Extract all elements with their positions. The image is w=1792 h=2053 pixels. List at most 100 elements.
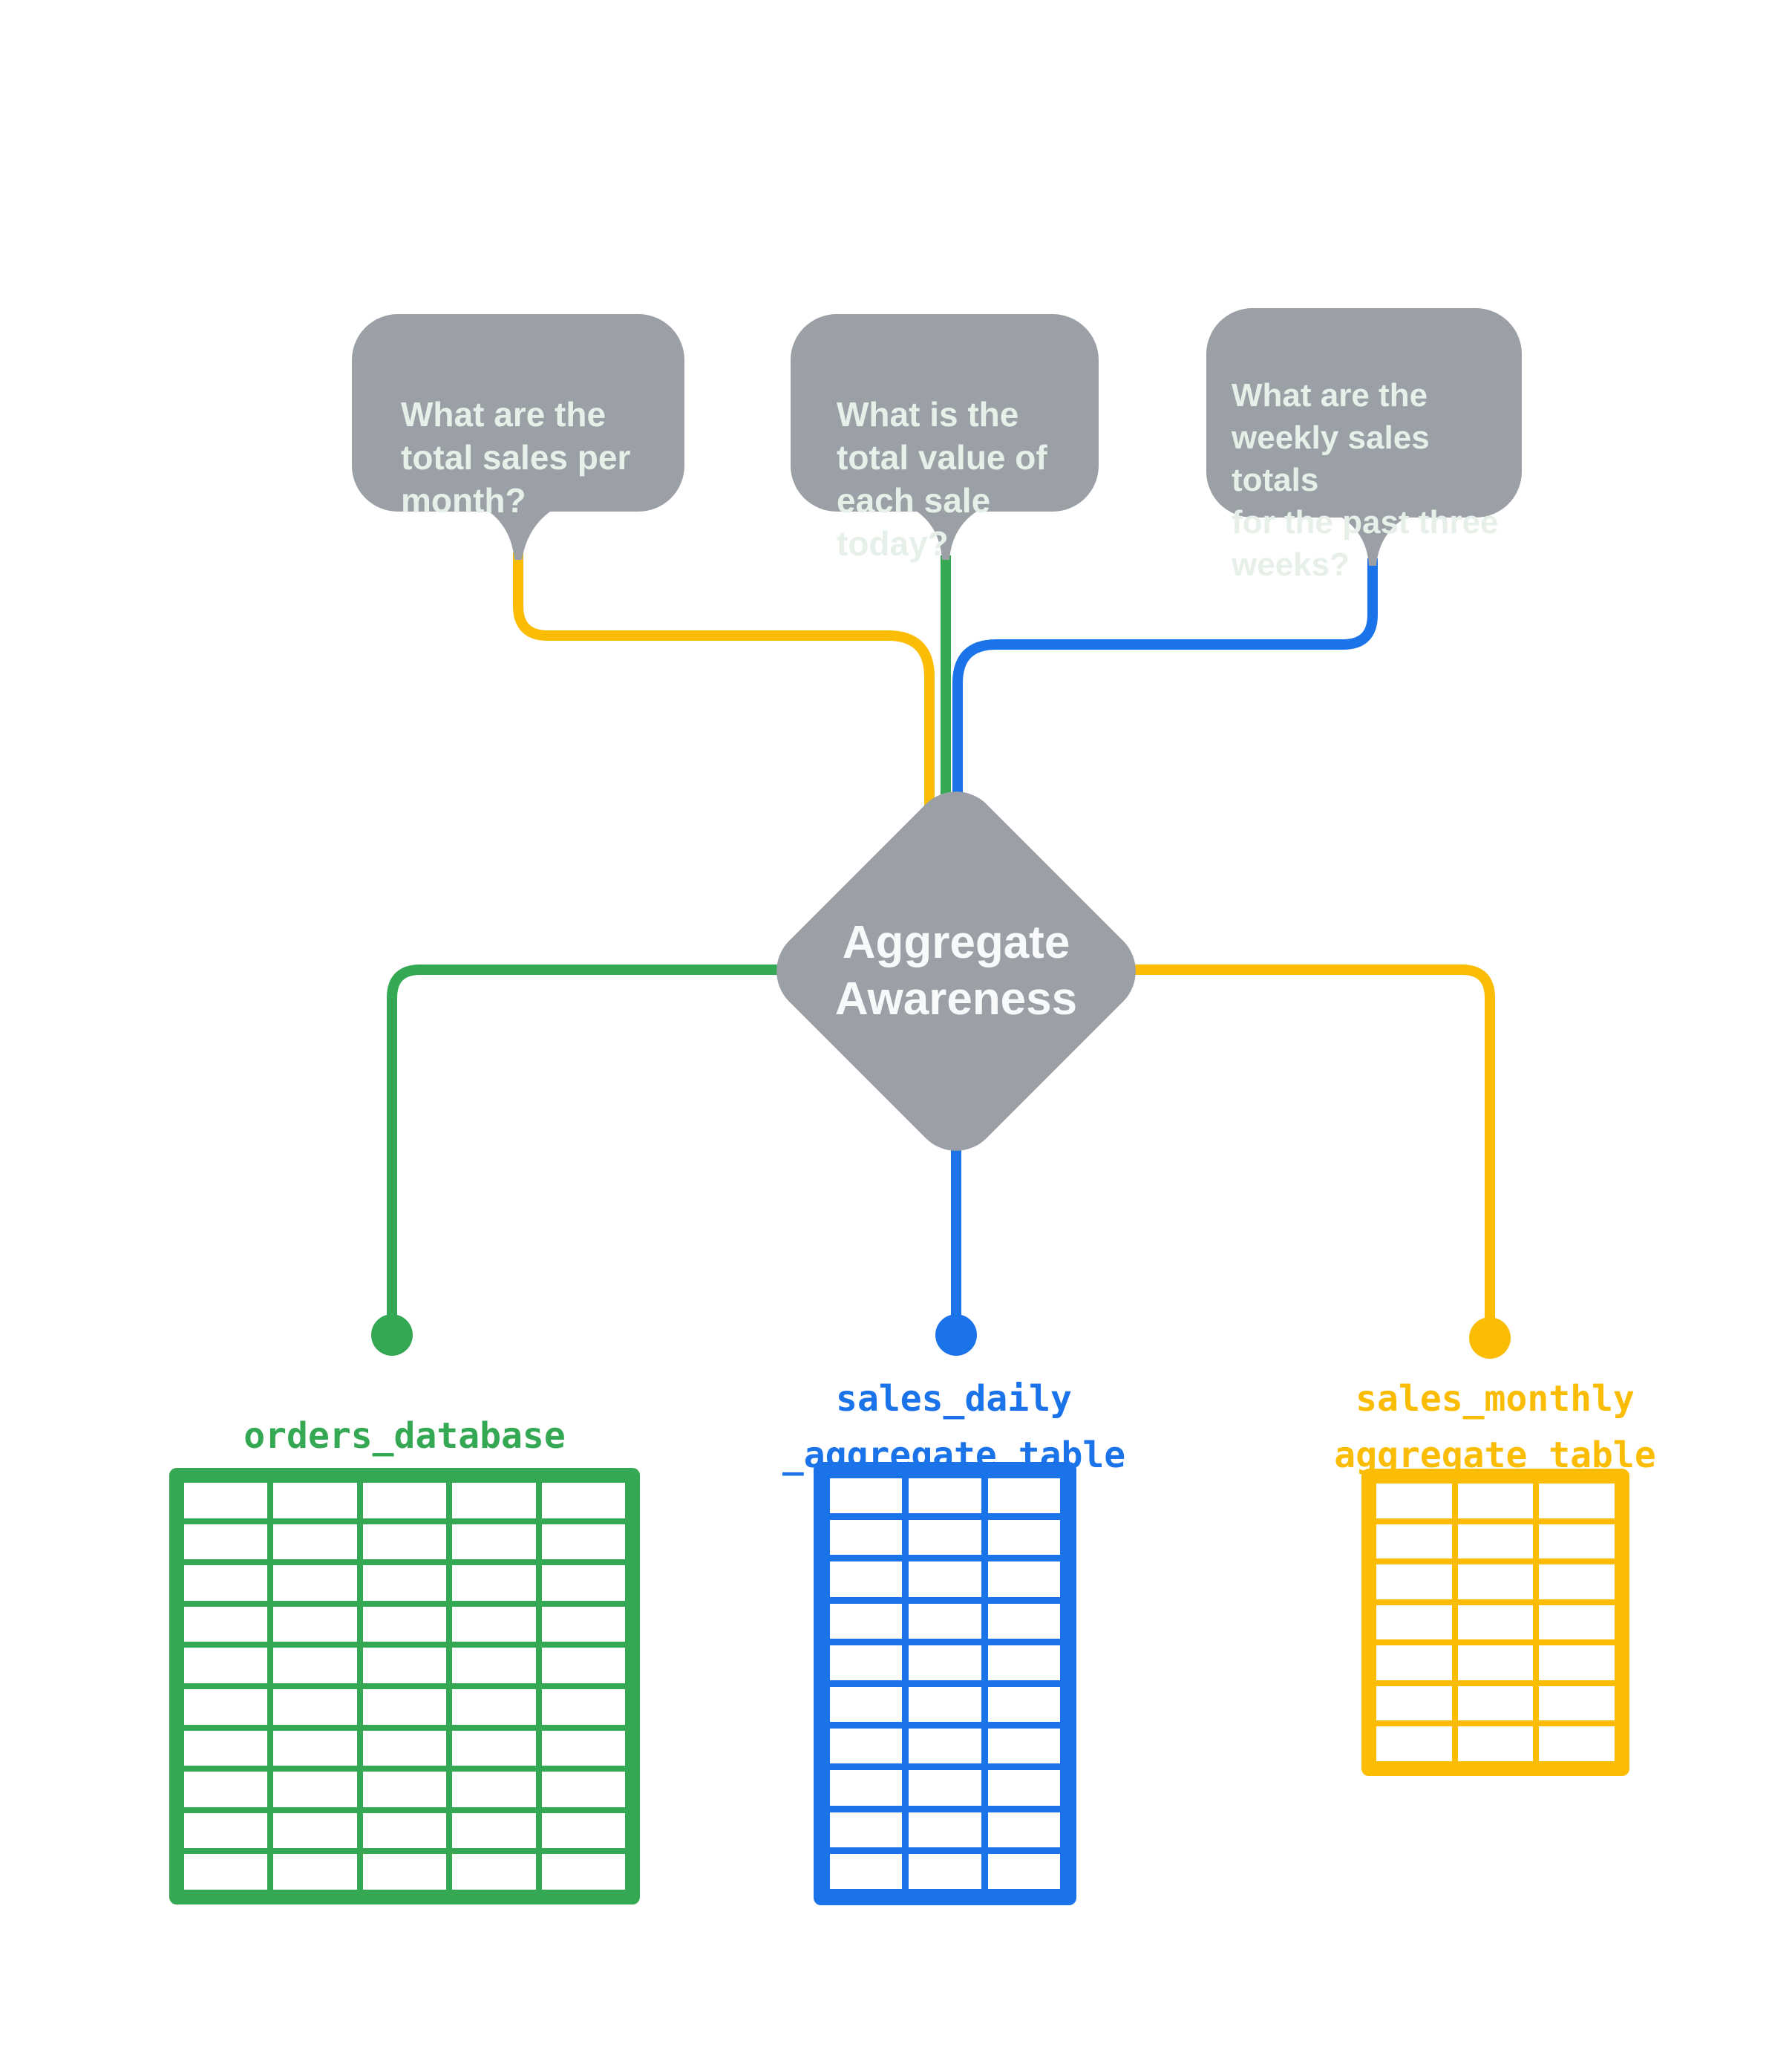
table-cell [541,1565,625,1601]
table-cell [541,1688,625,1725]
table-cell [909,1478,981,1514]
table-cell [830,1561,903,1597]
table-cell [987,1478,1060,1514]
table-cell [1376,1685,1452,1721]
table-cell [541,1812,625,1849]
table-cell [830,1729,903,1764]
table-cell [184,1812,268,1849]
table-cell [541,1648,625,1683]
connector-question3-to-diamond [952,558,1378,876]
table-cell [987,1853,1060,1889]
table-cell [909,1812,981,1847]
table-cell [184,1688,268,1725]
table-cell [830,1770,903,1806]
connector-question1-to-diamond [513,552,935,876]
table-cell [1376,1564,1452,1599]
table-cell [1457,1685,1534,1721]
table-grid-orders-database [169,1468,640,1905]
table-cell [1457,1645,1534,1680]
question1-text: What are the total sales per month? [401,395,631,520]
table-grid-sales-daily-aggregate-table [814,1462,1076,1905]
table-cell [541,1772,625,1807]
table-cell [184,1854,268,1890]
table-cell [452,1812,536,1849]
table-cell [541,1606,625,1642]
connector-diamond-to-sales-monthly [1024,965,1495,1319]
table-cell [830,1603,903,1639]
table-cell [452,1565,536,1601]
table-cell [362,1812,447,1849]
table-cell [1539,1645,1615,1680]
table-cell [909,1687,981,1723]
table-cell [830,1687,903,1723]
table-cell [1457,1524,1534,1559]
table-cell [830,1853,903,1889]
speech-bubble-question1: What are the total sales per month? [352,314,684,520]
table-cell [541,1730,625,1766]
bubble2-tail [903,503,992,560]
table-cell [362,1606,447,1642]
table-cell [541,1854,625,1890]
table-cell [273,1854,357,1890]
table-label-sales-monthly-aggregate-table: sales_monthly aggregate_table [1334,1378,1656,1476]
table-cell [184,1483,268,1518]
table-cell [452,1772,536,1807]
table-cell [452,1524,536,1560]
table-cell [909,1603,981,1639]
table-cell [1539,1564,1615,1599]
table-cell [452,1648,536,1683]
table-cell [1457,1564,1534,1599]
table-cell [909,1645,981,1680]
table-cell [273,1565,357,1601]
table-cell [362,1688,447,1725]
table-cell [909,1729,981,1764]
table-cell [362,1772,447,1807]
table-cell [987,1520,1060,1556]
table-cell [1376,1726,1452,1761]
table-cell [987,1687,1060,1723]
endpoint-dot-sales-monthly [1469,1317,1511,1359]
table-cell [452,1854,536,1890]
table-cell [830,1478,903,1514]
table-cell [273,1730,357,1766]
table-cell [830,1645,903,1680]
table-cell [273,1648,357,1683]
table-cell [273,1483,357,1518]
table-cell [830,1812,903,1847]
table-cell [273,1688,357,1725]
speech-bubble-question3: What are the weekly sales totals for the… [1206,308,1522,583]
table-cell [1376,1484,1452,1518]
table-cell [184,1524,268,1560]
table-cell [273,1606,357,1642]
bubble1-tail [475,503,564,560]
table-cell [362,1565,447,1601]
table-cell [909,1520,981,1556]
table-cell [362,1854,447,1890]
table-cell [909,1561,981,1597]
table-cell [184,1606,268,1642]
table-cell [452,1483,536,1518]
table-cell [1457,1484,1534,1518]
table-cell [184,1565,268,1601]
table-cell [1539,1726,1615,1761]
bubble3-tail [1330,511,1419,566]
speech-bubble-question2: What is the total value of each sale tod… [791,314,1099,563]
diamond-label: Aggregate Awareness [834,917,1078,1025]
table-cell [452,1606,536,1642]
table-cell [1457,1726,1534,1761]
table-cell [362,1524,447,1560]
table-cell [362,1730,447,1766]
table-cell [987,1729,1060,1764]
table-cell [273,1772,357,1807]
table-cell [541,1483,625,1518]
table-cell [909,1853,981,1889]
table-cell [362,1648,447,1683]
table-cell [1376,1605,1452,1640]
table-cell [1539,1524,1615,1559]
table-cell [1376,1524,1452,1559]
table-cell [184,1648,268,1683]
table-cell [184,1772,268,1807]
table-cell [987,1603,1060,1639]
